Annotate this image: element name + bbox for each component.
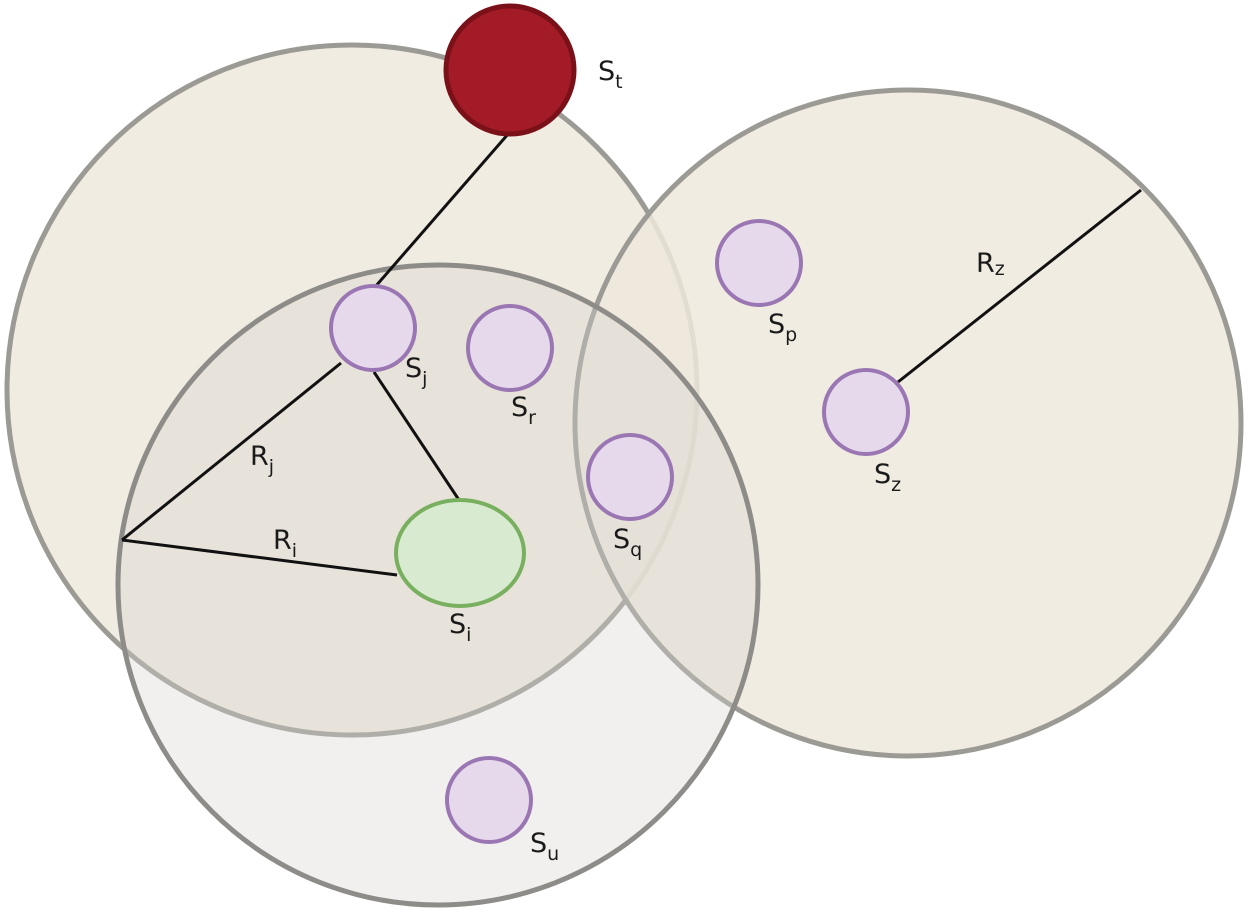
node-si [394,498,526,608]
label-su: Su [530,828,559,865]
label-sr: Sr [511,392,536,429]
label-sj: Sj [405,353,427,390]
label-rj: Rj [250,441,274,478]
label-st: St [598,56,623,93]
radius-line-ri [121,538,398,577]
label-rz: Rz [976,248,1005,280]
node-sz [822,368,910,456]
node-sp [715,219,803,307]
radius-line-rz [897,188,1142,384]
node-su [445,756,533,844]
node-sj [329,284,417,372]
label-sp: Sp [768,309,797,346]
edge-sj-si [372,371,461,501]
node-sq [586,433,674,521]
label-sz: Sz [874,459,901,496]
label-ri: Ri [273,525,297,562]
edge-st-sj [373,132,511,288]
node-st [443,3,577,137]
radius-line-rj [121,361,342,542]
node-sr [466,304,554,392]
label-sq: Sq [613,524,642,561]
label-si: Si [449,609,471,646]
